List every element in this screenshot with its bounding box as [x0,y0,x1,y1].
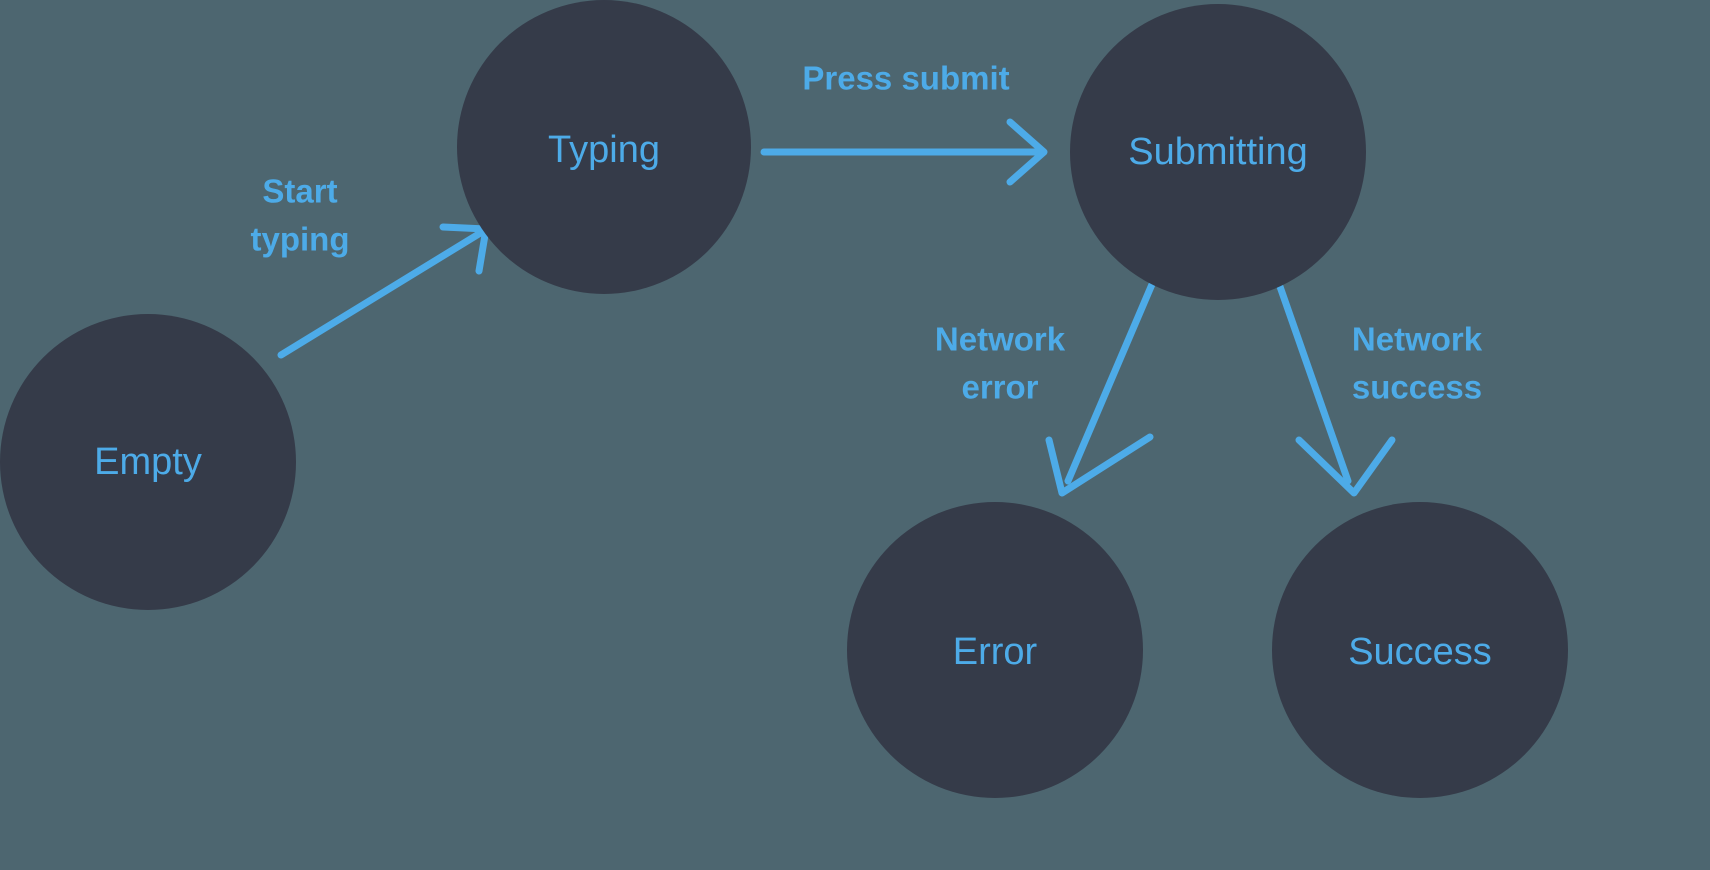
node-submitting-label: Submitting [1128,131,1308,173]
edge-submitting-to-success [1273,274,1396,497]
node-typing-label: Typing [548,129,660,171]
edge-submitting-to-error-arrowhead [1045,433,1154,497]
node-empty-label: Empty [94,441,202,483]
node-error[interactable]: Error [847,502,1143,798]
edge-submitting-to-error [1045,278,1157,497]
edge-empty-to-typing-line [277,228,486,359]
edge-submitting-to-success-arrowhead [1295,436,1396,497]
edge-label-press-submit-line1: Press submit [802,60,1009,97]
edge-label-start-typing-line2: typing [251,221,350,258]
edge-typing-to-submitting-arrowhead [1006,118,1048,186]
edge-label-network-error-line1: Network [935,321,1066,358]
node-success[interactable]: Success [1272,502,1568,798]
node-success-label: Success [1348,631,1492,673]
node-submitting[interactable]: Submitting [1070,4,1366,300]
node-empty[interactable]: Empty [0,314,296,610]
edge-submitting-to-error-line [1064,278,1157,485]
edge-typing-to-submitting [760,118,1048,186]
node-submitting-circle[interactable] [1070,4,1366,300]
edge-label-start-typing-line1: Start [262,173,337,210]
node-empty-circle[interactable] [0,314,296,610]
node-typing-circle[interactable] [457,0,751,294]
edge-label-network-error-line2: error [961,369,1038,406]
edge-label-press-submit: Press submit [802,60,1009,97]
node-error-label: Error [953,631,1038,673]
node-error-circle[interactable] [847,502,1143,798]
edge-label-network-success-line1: Network [1352,321,1483,358]
edge-label-network-success: Network success [1352,321,1483,406]
node-success-circle[interactable] [1272,502,1568,798]
edge-submitting-to-success-line [1273,274,1352,485]
edge-label-network-error: Network error [935,321,1066,406]
edge-label-start-typing: Start typing [251,173,350,258]
node-typing[interactable]: Typing [457,0,751,294]
edge-label-network-success-line2: success [1352,369,1482,406]
